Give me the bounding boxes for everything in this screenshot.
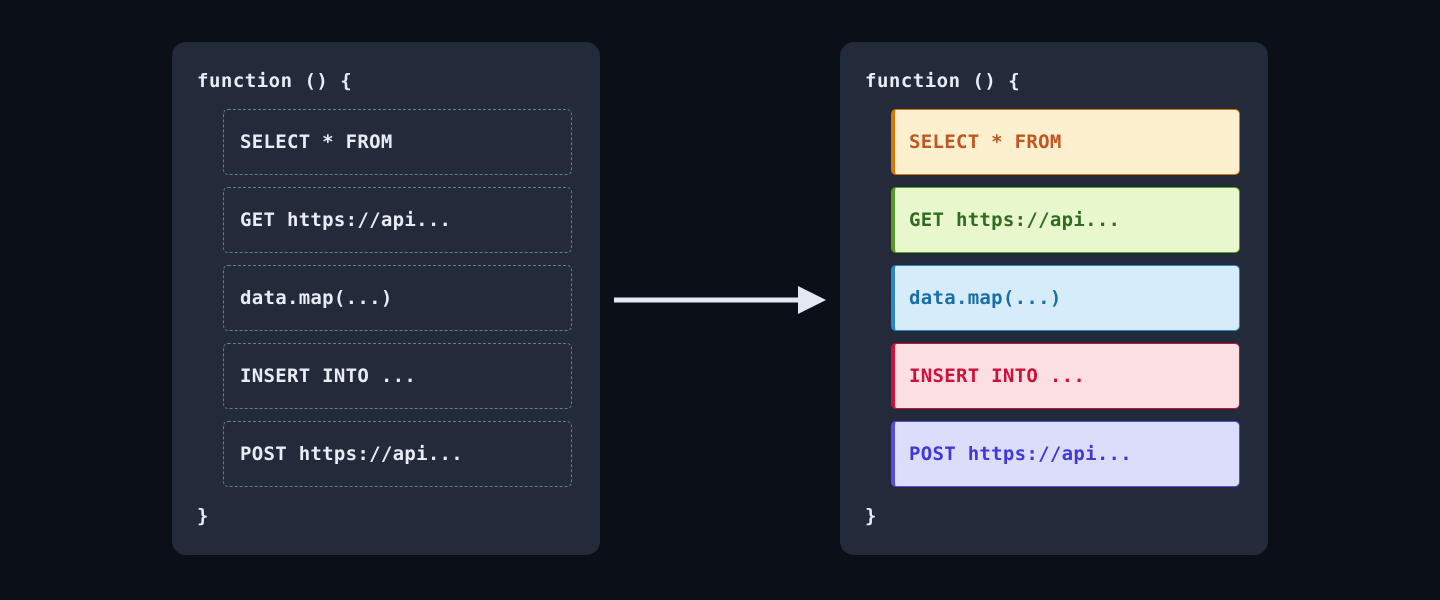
list-item-highlight-js-map[interactable]: data.map(...) [891, 265, 1240, 331]
right-statement-list: SELECT * FROM GET https://api... data.ma… [865, 109, 1240, 487]
list-item[interactable]: SELECT * FROM [223, 109, 572, 175]
statement-text: GET https://api... [909, 209, 1121, 231]
list-item[interactable]: data.map(...) [223, 265, 572, 331]
right-function-open-brace: function () { [865, 70, 1021, 92]
statement-text: POST https://api... [240, 443, 464, 465]
list-item[interactable]: POST https://api... [223, 421, 572, 487]
arrow-head [798, 286, 826, 314]
left-function-open-brace: function () { [197, 70, 353, 92]
list-item[interactable]: GET https://api... [223, 187, 572, 253]
statement-text: POST https://api... [909, 443, 1133, 465]
list-item-highlight-http-post[interactable]: POST https://api... [891, 421, 1240, 487]
arrow-right-icon [614, 282, 826, 318]
plain-code-panel: function () { SELECT * FROM GET https://… [172, 42, 600, 555]
statement-text: INSERT INTO ... [240, 365, 417, 387]
statement-text: data.map(...) [909, 287, 1062, 309]
right-function-close-brace: } [865, 505, 877, 527]
list-item-highlight-http-get[interactable]: GET https://api... [891, 187, 1240, 253]
list-item-highlight-sql-select[interactable]: SELECT * FROM [891, 109, 1240, 175]
statement-text: data.map(...) [240, 287, 393, 309]
list-item[interactable]: INSERT INTO ... [223, 343, 572, 409]
left-function-close-brace: } [197, 505, 209, 527]
statement-text: GET https://api... [240, 209, 452, 231]
highlighted-code-panel: function () { SELECT * FROM GET https://… [840, 42, 1268, 555]
left-statement-list: SELECT * FROM GET https://api... data.ma… [197, 109, 572, 487]
list-item-highlight-sql-insert[interactable]: INSERT INTO ... [891, 343, 1240, 409]
statement-text: INSERT INTO ... [909, 365, 1086, 387]
statement-text: SELECT * FROM [240, 131, 393, 153]
statement-text: SELECT * FROM [909, 131, 1062, 153]
